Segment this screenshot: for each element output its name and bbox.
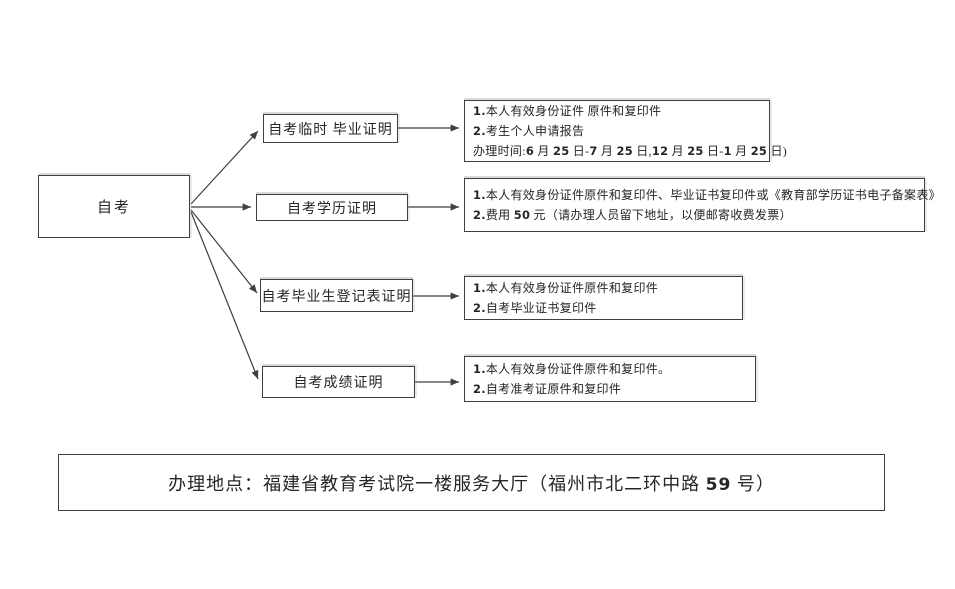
- branch-node-graduate-registration-form-cert: 自考毕业生登记表证明: [260, 279, 413, 312]
- branch-node-label: 自考成绩证明: [293, 376, 384, 391]
- detail-line: 办理时间:6 月 25 日-7 月 25 日,12 月 25 日-1 月 25 …: [473, 143, 788, 158]
- branch-node-temporary-graduation-cert: 自考临时 毕业证明: [263, 114, 398, 143]
- branch-node-label: 自考学历证明: [287, 201, 377, 217]
- root-node-zikao: 自考: [38, 175, 190, 238]
- detail-line: 1.本人有效身份证件 原件和复印件: [473, 103, 662, 118]
- connector-root-to-branch1: [190, 130, 259, 205]
- detail-line: 2.自考准考证原件和复印件: [473, 381, 622, 396]
- detail-node-education-cert: 1.本人有效身份证件原件和复印件、毕业证书复印件或《教育部学历证书电子备案表》 …: [464, 178, 941, 232]
- branch-node-education-cert: 自考学历证明: [256, 194, 408, 221]
- detail-line: 1.本人有效身份证件原件和复印件。: [473, 361, 671, 376]
- branch-node-label: 自考临时 毕业证明: [268, 122, 393, 138]
- footer-location-note: 办理地点：福建省教育考试院一楼服务大厅（福州市北二环中路 59 号）: [58, 454, 885, 511]
- detail-line: 2.考生个人申请报告: [473, 123, 585, 138]
- detail-line: 2.自考毕业证书复印件: [473, 300, 597, 315]
- detail-node-graduate-registration-form-cert: 1.本人有效身份证件原件和复印件 2.自考毕业证书复印件: [464, 276, 743, 320]
- branch-node-label: 自考毕业生登记表证明: [261, 289, 412, 305]
- detail-line: 2.费用 50 元（请办理人员留下地址，以便邮寄收费发票）: [473, 207, 792, 222]
- detail-node-temporary-graduation-cert: 1.本人有效身份证件 原件和复印件 2.考生个人申请报告 办理时间:6 月 25…: [464, 100, 787, 162]
- detail-line: 1.本人有效身份证件原件和复印件、毕业证书复印件或《教育部学历证书电子备案表》: [473, 187, 941, 202]
- root-node-label: 自考: [96, 200, 131, 216]
- detail-node-score-cert: 1.本人有效身份证件原件和复印件。 2.自考准考证原件和复印件: [464, 356, 756, 402]
- footer-location-label: 办理地点：福建省教育考试院一楼服务大厅（福州市北二环中路 59 号）: [168, 473, 775, 495]
- connector-root-to-branch3: [190, 209, 258, 294]
- branch-node-score-cert: 自考成绩证明: [262, 366, 415, 398]
- connector-root-to-branch4: [190, 211, 259, 380]
- detail-line: 1.本人有效身份证件原件和复印件: [473, 280, 659, 295]
